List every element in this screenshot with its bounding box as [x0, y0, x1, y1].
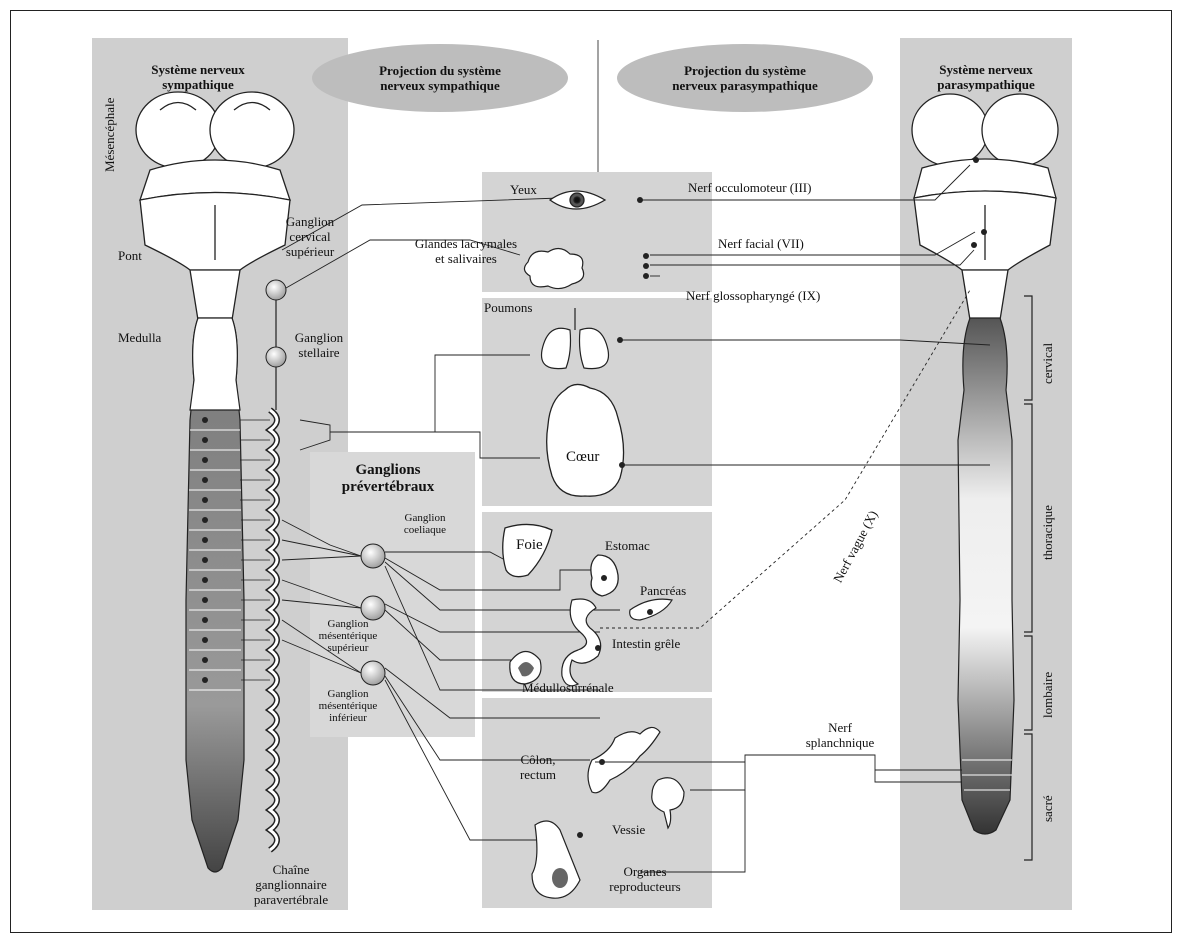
gc-line2: cervical [270, 229, 350, 244]
left-title-line1: Système nerveux [98, 62, 298, 77]
right-spinal-cord [958, 318, 1014, 834]
ganglion-stellaire-node [266, 347, 286, 367]
right-panel-title: Système nerveux parasympathique [900, 62, 1072, 92]
repro-line2: reproducteurs [590, 879, 700, 894]
gms-line1: Ganglion [308, 618, 388, 630]
gmi-line1: Ganglion [308, 688, 388, 700]
pancreas-label: Pancréas [640, 583, 686, 598]
colon-label: Côlon, rectum [498, 752, 578, 782]
gms-line3: supérieur [308, 642, 388, 654]
proj-symp-line2: nerveux sympathique [340, 78, 540, 93]
nerf-splanchnique-label: Nerf splanchnique [790, 720, 890, 750]
yeux-label: Yeux [510, 182, 537, 197]
ganglion-mes-sup-node [361, 596, 385, 620]
gc-line3: supérieur [270, 244, 350, 259]
gs-line1: Ganglion [284, 330, 354, 345]
ganglion-mes-inf-label: Ganglion mésentérique inférieur [308, 688, 388, 724]
right-title-line2: parasympathique [900, 77, 1072, 92]
prevertebral-title: Ganglions prévertébraux [318, 462, 458, 496]
medullo-label: Médullosurrénale [522, 680, 614, 695]
prev-title-line1: Ganglions [318, 462, 458, 479]
gmi-line2: mésentérique [308, 700, 388, 712]
gco-line2: coeliaque [390, 524, 460, 536]
ganglion-coeliaque-node [361, 544, 385, 568]
splanch-line2: splanchnique [790, 735, 890, 750]
chaine-label: Chaîne ganglionnaire paravertébrale [236, 862, 346, 907]
poumons-label: Poumons [484, 300, 532, 315]
ganglion-cervical-node [266, 280, 286, 300]
intestin-label: Intestin grêle [612, 636, 680, 651]
vessie-label: Vessie [612, 822, 645, 837]
prev-title-line2: prévertébraux [318, 479, 458, 496]
cervical-label: cervical [1040, 343, 1056, 384]
gs-line2: stellaire [284, 345, 354, 360]
left-title-line2: sympathique [98, 77, 298, 92]
coeur-label: Cœur [566, 450, 599, 465]
medulla-label: Medulla [118, 330, 161, 345]
glandes-line2: et salivaires [396, 251, 536, 266]
splanch-line1: Nerf [790, 720, 890, 735]
thoracique-label: thoracique [1040, 505, 1056, 560]
chaine-line3: paravertébrale [236, 892, 346, 907]
left-panel-title: Système nerveux sympathique [98, 62, 298, 92]
nerf-occulomoteur-label: Nerf occulomoteur (III) [688, 180, 811, 195]
ganglion-stellaire-label: Ganglion stellaire [284, 330, 354, 360]
estomac-label: Estomac [605, 538, 650, 553]
ganglion-mes-sup-label: Ganglion mésentérique supérieur [308, 618, 388, 654]
gc-line1: Ganglion [270, 214, 350, 229]
ganglion-cervical-label: Ganglion cervical supérieur [270, 214, 350, 259]
chaine-line2: ganglionnaire [236, 877, 346, 892]
proj-symp-line1: Projection du système [340, 63, 540, 78]
repro-line1: Organes [590, 864, 700, 879]
organes-repro-label: Organes reproducteurs [590, 864, 700, 894]
glandes-line1: Glandes lacrymales [396, 236, 536, 251]
proj-para-line2: nerveux parasympathique [645, 78, 845, 93]
gmi-line3: inférieur [308, 712, 388, 724]
nerf-facial-label: Nerf facial (VII) [718, 236, 804, 251]
sacre-label: sacré [1040, 795, 1056, 822]
gco-line1: Ganglion [390, 512, 460, 524]
projection-para-label: Projection du système nerveux parasympat… [645, 63, 845, 93]
colon-line1: Côlon, [498, 752, 578, 767]
chaine-line1: Chaîne [236, 862, 346, 877]
ganglion-coeliaque-label: Ganglion coeliaque [390, 512, 460, 536]
ganglion-mes-inf-node [361, 661, 385, 685]
gms-line2: mésentérique [308, 630, 388, 642]
nerf-glosso-label: Nerf glossopharyngé (IX) [686, 288, 820, 303]
pont-label: Pont [118, 248, 142, 263]
right-title-line1: Système nerveux [900, 62, 1072, 77]
colon-line2: rectum [498, 767, 578, 782]
projection-symp-label: Projection du système nerveux sympathiqu… [340, 63, 540, 93]
lombaire-label: lombaire [1040, 672, 1056, 718]
proj-para-line1: Projection du système [645, 63, 845, 78]
foie-label: Foie [516, 538, 543, 553]
glandes-label: Glandes lacrymales et salivaires [396, 236, 536, 266]
mesencephale-label: Mésencéphale [102, 98, 118, 172]
